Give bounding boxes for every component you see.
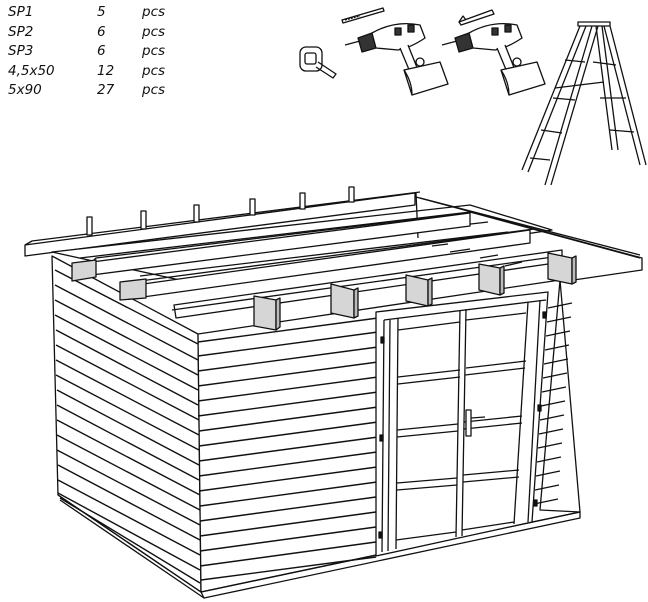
parts-list: SP1 5 pcs SP2 6 pcs SP3 6 pcs 4,5x50 12 … bbox=[8, 3, 182, 101]
cordless-drill-icon bbox=[344, 22, 449, 96]
parts-row: 4,5x50 12 pcs bbox=[8, 62, 182, 82]
cordless-drill-icon bbox=[441, 22, 546, 96]
door-handle-icon[interactable] bbox=[465, 409, 472, 437]
parts-row: SP2 6 pcs bbox=[8, 23, 182, 43]
part-name: SP3 bbox=[8, 43, 34, 59]
parts-row: SP3 6 pcs bbox=[8, 42, 182, 62]
double-door[interactable] bbox=[375, 291, 549, 557]
part-name: 5x90 bbox=[8, 82, 42, 98]
part-qty: 6 bbox=[97, 23, 106, 40]
screwdriver-bit-icon bbox=[458, 9, 495, 26]
part-qty: 6 bbox=[97, 43, 106, 59]
parts-row: SP1 5 pcs bbox=[8, 3, 182, 23]
part-name: SP2 bbox=[8, 23, 34, 40]
rafter-blocks bbox=[71, 252, 577, 331]
part-qty: 5 bbox=[97, 4, 106, 20]
part-unit: pcs bbox=[142, 4, 166, 20]
part-unit: pcs bbox=[142, 62, 166, 79]
part-unit: pcs bbox=[142, 23, 166, 40]
part-name: SP1 bbox=[8, 4, 34, 20]
roof-posts bbox=[86, 186, 355, 236]
part-unit: pcs bbox=[142, 43, 166, 59]
part-unit: pcs bbox=[142, 82, 166, 98]
drill-bit-icon bbox=[341, 7, 385, 24]
roof-frame bbox=[24, 186, 643, 319]
part-name: 4,5x50 bbox=[8, 62, 55, 79]
tape-measure-icon bbox=[299, 46, 337, 79]
part-qty: 27 bbox=[97, 82, 115, 98]
parts-row: 5x90 27 pcs bbox=[8, 81, 182, 101]
part-qty: 12 bbox=[97, 62, 115, 79]
step-ladder-icon bbox=[521, 21, 647, 186]
